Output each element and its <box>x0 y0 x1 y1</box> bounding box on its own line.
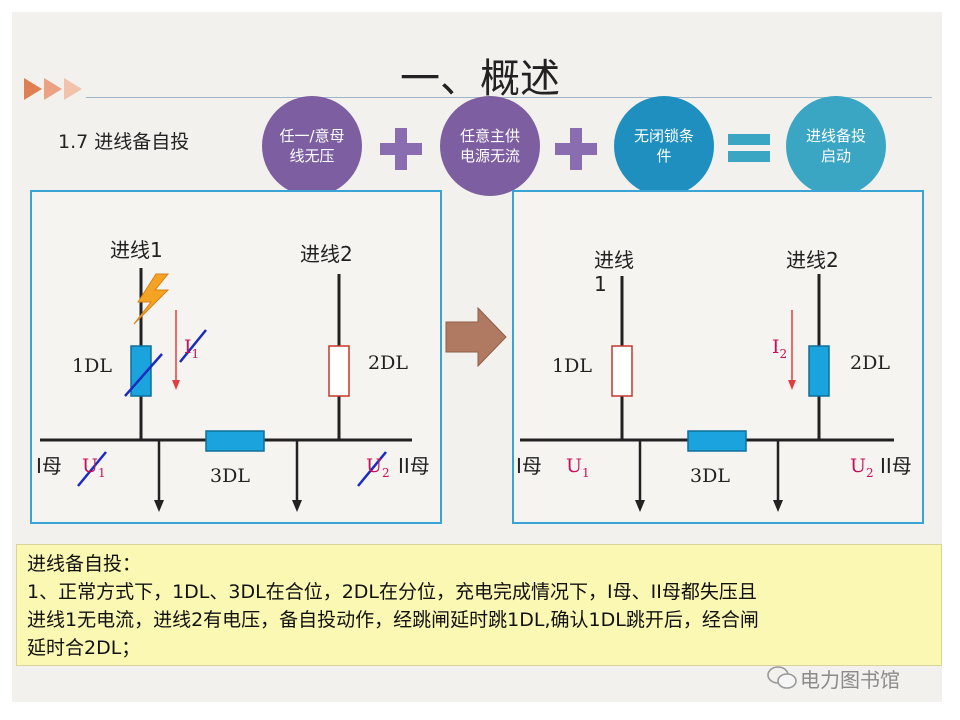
left-feeder1-label: 进线1 <box>110 238 163 262</box>
plus-icon <box>555 128 597 170</box>
right-3dl-label: 3DL <box>690 465 730 487</box>
equals-icon <box>728 134 770 162</box>
left-circuit-diagram <box>40 268 412 512</box>
chevron-icon <box>44 78 62 100</box>
chevron-icon <box>64 78 82 100</box>
wechat-icon <box>767 666 797 689</box>
left-3dl-label: 3DL <box>210 465 250 487</box>
note-line-3: 进线1无电流，进线2有电压，备自投动作，经跳闸延时跳1DL,确认1DL跳开后，经… <box>27 609 759 631</box>
left-u2-label: U2 <box>366 455 390 480</box>
right-feeder1-label: 进线 <box>594 248 634 272</box>
right-diagram-panel <box>512 190 924 524</box>
right-current-label: I2 <box>772 336 788 361</box>
title-divider <box>86 97 932 98</box>
page-title: 一、概述 <box>400 56 560 102</box>
left-u1-label: U1 <box>82 455 106 480</box>
note-line-1: 进线备自投： <box>27 553 142 575</box>
left-feeder2-label: 进线2 <box>300 242 353 266</box>
right-bus2-label: II母 <box>880 454 912 478</box>
right-feeder1-number: 1 <box>594 272 607 296</box>
note-line-4: 延时合2DL； <box>27 637 141 659</box>
plus-icon <box>380 128 422 170</box>
note-line-2: 1、正常方式下，1DL、3DL在合位，2DL在分位，充电完成情况下，I母、II母… <box>27 581 757 603</box>
chevron-icon <box>24 78 42 100</box>
left-1dl-label: 1DL <box>72 355 112 377</box>
right-circuit-diagram <box>520 274 894 512</box>
condition-no-lockout: 无闭锁条件 <box>614 96 714 196</box>
left-bus2-label: II母 <box>398 454 430 478</box>
right-1dl-label: 1DL <box>552 355 592 377</box>
watermark-text: 电力图书馆 <box>800 668 900 692</box>
right-u2-label: U2 <box>850 455 874 480</box>
result-auto-transfer-start: 进线备投启动 <box>786 96 886 196</box>
left-2dl-label: 2DL <box>368 352 408 374</box>
right-bus1-label: I母 <box>516 454 542 478</box>
condition-main-no-current: 任意主供电源无流 <box>440 96 540 196</box>
right-u1-label: U1 <box>566 455 590 480</box>
condition-bus-no-voltage: 任一/意母线无压 <box>262 96 362 196</box>
left-current-label: I1 <box>184 336 200 361</box>
explanation-note: 进线备自投： 1、正常方式下，1DL、3DL在合位，2DL在分位，充电完成情况下… <box>16 544 942 666</box>
right-2dl-label: 2DL <box>850 352 890 374</box>
left-bus1-label: I母 <box>36 454 62 478</box>
section-subtitle: 1.7 进线备自投 <box>58 131 190 153</box>
right-feeder2-label: 进线2 <box>786 248 839 272</box>
right-arrow-icon <box>445 306 507 368</box>
